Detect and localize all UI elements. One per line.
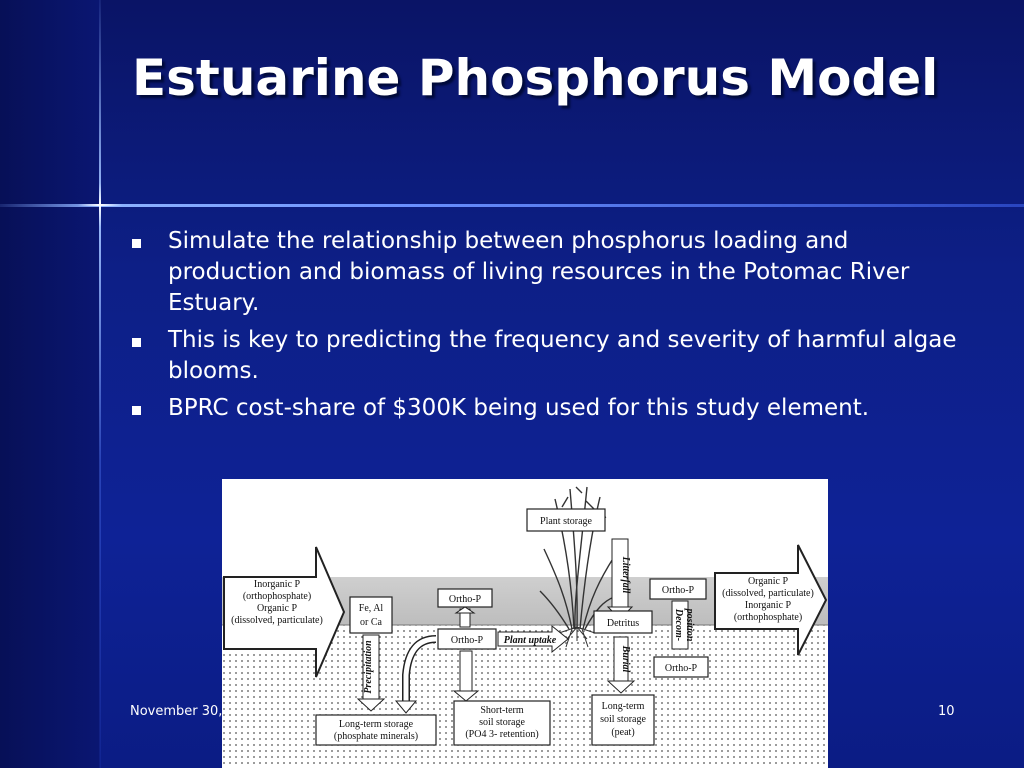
svg-text:(PO4 3- retention): (PO4 3- retention) (465, 729, 538, 740)
svg-text:(orthophosphate): (orthophosphate) (734, 612, 802, 623)
plant-uptake-label: Plant uptake (504, 635, 557, 646)
svg-text:soil storage: soil storage (600, 714, 646, 725)
svg-text:or Ca: or Ca (360, 617, 383, 628)
plant-storage-box (526, 508, 606, 532)
diagram-svg: Inorganic P (orthophosphate) Organic P (… (222, 486, 828, 768)
svg-text:Ortho-P: Ortho-P (451, 635, 484, 646)
svg-text:Decom-: Decom- (673, 608, 684, 641)
bullet-item: Simulate the relationship between phosph… (128, 226, 968, 319)
svg-text:(dissolved, particulate): (dissolved, particulate) (722, 588, 814, 599)
ortho-p-upper-box (649, 578, 707, 600)
svg-text:(phosphate minerals): (phosphate minerals) (334, 731, 418, 742)
svg-text:position: position (684, 608, 695, 642)
detritus-box (593, 610, 653, 634)
litterfall-label: Litterfall (620, 556, 631, 594)
long-term-peat-storage-box (591, 694, 655, 746)
plant-storage-label: Plant storage (540, 516, 592, 527)
slide-title: Estuarine Phosphorus Model (132, 49, 939, 107)
svg-text:Long-term storage: Long-term storage (339, 719, 414, 730)
svg-text:Inorganic P: Inorganic P (745, 600, 792, 611)
decomposition-label: Decom- position (673, 608, 695, 642)
svg-text:Ortho-P: Ortho-P (665, 663, 698, 674)
outflow-arrow (714, 544, 828, 656)
svg-text:Ortho-P: Ortho-P (449, 594, 482, 605)
marsh-plant-illustration (539, 486, 615, 630)
svg-text:Inorganic P: Inorganic P (254, 579, 301, 590)
short-term-soil-storage-box (453, 700, 551, 746)
svg-text:Fe, Al: Fe, Al (359, 603, 384, 614)
bullet-item: BPRC cost-share of $300K being used for … (128, 393, 968, 424)
svg-text:(orthophosphate): (orthophosphate) (243, 591, 311, 602)
footer-date: November 30, (130, 704, 223, 719)
svg-text:(peat): (peat) (611, 727, 634, 738)
decomposition-arrow (671, 600, 689, 650)
sparkle-icon (78, 183, 122, 227)
ortho-p-soil-box (437, 628, 497, 650)
long-term-mineral-storage-box (315, 714, 437, 746)
svg-text:Organic P: Organic P (748, 576, 789, 587)
bullet-square-icon (132, 239, 141, 248)
bullet-text: BPRC cost-share of $300K being used for … (168, 395, 870, 421)
fe-al-ca-box (349, 596, 393, 634)
horizontal-accent-line (0, 204, 1024, 207)
plant-uptake-arrow (497, 624, 569, 654)
bullet-text: Simulate the relationship between phosph… (168, 228, 910, 316)
svg-text:Organic P: Organic P (257, 603, 298, 614)
precipitation-label: Precipitation (363, 640, 374, 694)
svg-text:Long-term: Long-term (602, 701, 645, 712)
svg-text:soil storage: soil storage (479, 717, 525, 728)
burial-label: Burial (620, 645, 631, 673)
outflow-label: Organic P (dissolved, particulate) Inorg… (722, 576, 814, 623)
bullet-list: Simulate the relationship between phosph… (128, 226, 968, 430)
svg-text:(dissolved, particulate): (dissolved, particulate) (231, 615, 323, 626)
ortho-p-lower-box (653, 656, 709, 678)
bullet-text: This is key to predicting the frequency … (168, 327, 957, 384)
phosphorus-cycle-diagram: Inorganic P (orthophosphate) Organic P (… (222, 479, 828, 768)
inflow-label: Inorganic P (orthophosphate) Organic P (… (231, 579, 323, 626)
page-number: 10 (938, 704, 955, 719)
left-band (0, 0, 100, 768)
svg-text:Ortho-P: Ortho-P (662, 585, 695, 596)
bullet-square-icon (132, 338, 141, 347)
vertical-accent-line (99, 0, 101, 768)
plant-roots (558, 626, 596, 648)
inflow-arrow (223, 546, 346, 678)
svg-text:Short-term: Short-term (480, 705, 524, 716)
bullet-item: This is key to predicting the frequency … (128, 325, 968, 387)
svg-text:Detritus: Detritus (607, 618, 639, 629)
bullet-square-icon (132, 406, 141, 415)
